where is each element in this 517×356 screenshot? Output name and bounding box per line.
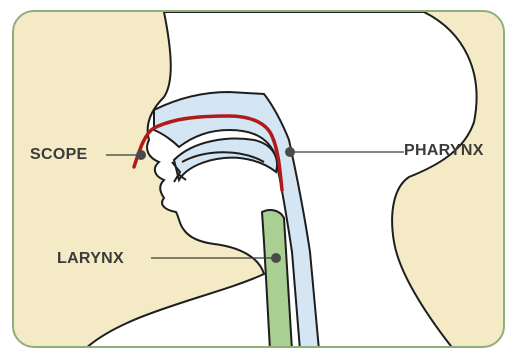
pharynx-label: PHARYNX xyxy=(404,142,484,160)
anatomy-illustration xyxy=(14,12,505,348)
scope-label: SCOPE xyxy=(30,146,88,164)
larynx-label: LARYNX xyxy=(57,250,124,268)
diagram-frame xyxy=(12,10,505,348)
scope-marker xyxy=(136,150,146,160)
larynx-marker xyxy=(271,253,281,263)
pharynx-marker xyxy=(285,147,295,157)
